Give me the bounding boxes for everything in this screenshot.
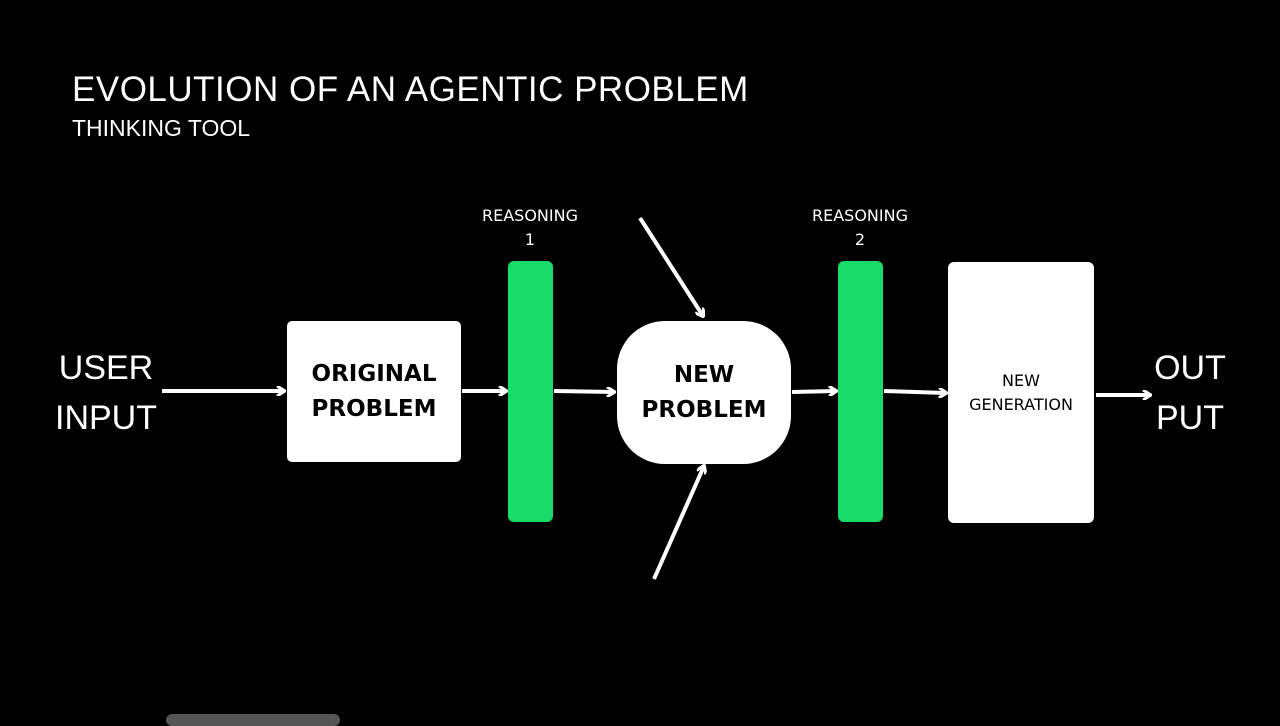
original-line2: PROBLEM [311, 395, 437, 422]
reasoning-1-bar [508, 261, 553, 522]
new-problem-line2: PROBLEM [641, 396, 767, 423]
bottom-scroll-handle[interactable] [166, 714, 340, 726]
reasoning-2-bar [838, 261, 883, 522]
original-line1: ORIGINAL [311, 360, 437, 387]
new-generation-line1: NEW [1002, 370, 1040, 390]
page-title: EVOLUTION OF AN AGENTIC PROBLEM [72, 70, 749, 109]
reasoning-2-label: REASONING 2 [800, 204, 920, 252]
output-label: OUT PUT [1130, 343, 1250, 443]
new-problem-line1: NEW [673, 361, 735, 388]
arrow-reasoning2-to-generation [883, 391, 946, 393]
reasoning-1-line1: REASONING [482, 206, 578, 225]
new-problem-box: NEW PROBLEM [617, 321, 791, 464]
reasoning-2-line2: 2 [854, 230, 866, 249]
arrow-top-to-new [638, 216, 703, 316]
page-subtitle: THINKING TOOL [72, 115, 251, 141]
new-generation-box: NEW GENERATION [948, 262, 1094, 523]
arrow-new-to-reasoning2 [791, 391, 836, 392]
reasoning-1-line2: 1 [524, 230, 536, 249]
reasoning-2-line1: REASONING [812, 206, 908, 225]
output-line1: OUT [1154, 349, 1226, 387]
user-input-line1: USER [58, 349, 154, 387]
reasoning-1-label: REASONING 1 [470, 204, 590, 252]
original-problem-box: ORIGINAL PROBLEM [287, 321, 461, 462]
output-line2: PUT [1156, 399, 1224, 437]
user-input-label: USER INPUT [46, 343, 166, 443]
arrow-reasoning1-to-new [553, 391, 614, 392]
user-input-line2: INPUT [55, 399, 157, 437]
new-generation-line2: GENERATION [969, 394, 1073, 414]
arrow-bottom-to-new [652, 466, 704, 580]
